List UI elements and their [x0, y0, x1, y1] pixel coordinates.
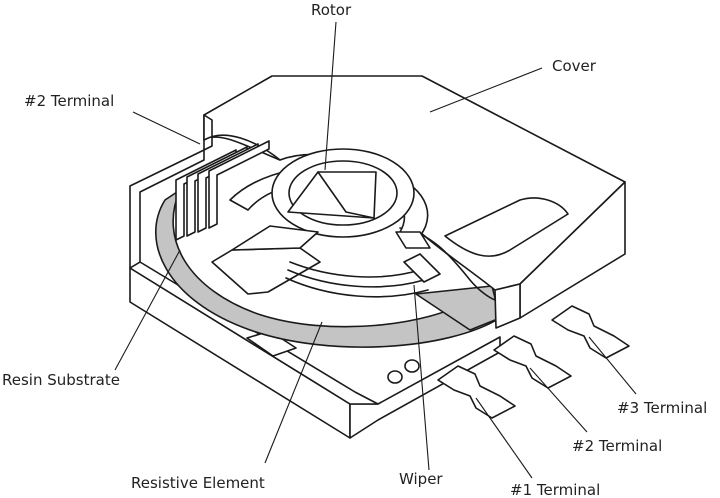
label-cover: Cover — [552, 57, 597, 75]
cover-cutout-left — [203, 134, 281, 161]
leader-terminal2-bottom — [529, 367, 588, 433]
labels: Rotor Cover #2 Terminal Resin Substrate … — [2, 1, 707, 498]
leader-resistive-element — [264, 321, 323, 464]
rotor-arm — [211, 247, 321, 295]
wiper-tab — [395, 231, 431, 249]
label-resistive-element: Resistive Element — [131, 474, 265, 492]
mounting-hole-right — [404, 359, 420, 373]
resistive-element — [155, 189, 501, 348]
label-resin-substrate: Resin Substrate — [2, 371, 120, 389]
terminal1-pin — [437, 365, 516, 419]
wiper-arc-3 — [285, 277, 429, 298]
leader-terminal2-top — [132, 111, 201, 145]
wiper — [285, 231, 441, 298]
rotor-arm-top — [231, 225, 319, 251]
leader-cover — [429, 67, 543, 113]
leader-terminal3 — [588, 336, 637, 395]
label-terminal1: #1 Terminal — [510, 481, 600, 498]
label-wiper: Wiper — [399, 470, 443, 488]
label-terminal2-bottom: #2 Terminal — [572, 437, 662, 455]
cover — [203, 75, 626, 329]
leader-wiper — [413, 284, 430, 471]
terminal2-pin — [493, 335, 572, 389]
terminal3-pin — [551, 305, 630, 359]
wiper-contact — [403, 253, 441, 283]
finger-4 — [208, 140, 270, 229]
rotor-triangle-inner-edge — [317, 171, 375, 219]
cover-lip — [203, 114, 213, 151]
wiper-arc-1 — [289, 261, 421, 278]
leader-rotor — [324, 21, 337, 171]
finger-1 — [175, 149, 237, 241]
label-terminal3: #3 Terminal — [617, 399, 707, 417]
leader-lines — [114, 21, 637, 479]
label-terminal2-top: #2 Terminal — [24, 92, 114, 110]
terminal-pins — [437, 305, 630, 419]
terminal2-contact-fingers — [175, 140, 270, 241]
wiper-arc-2 — [287, 269, 425, 288]
leader-resin-substrate — [114, 249, 181, 371]
cover-front-face — [494, 283, 521, 329]
cover-pad — [444, 197, 569, 257]
rotor-triangle-hole — [287, 171, 377, 219]
substrate-front-face — [129, 267, 351, 439]
rotor — [211, 148, 429, 295]
label-rotor: Rotor — [311, 1, 352, 19]
mounting-hole-left — [387, 370, 403, 384]
leader-terminal1 — [475, 397, 533, 479]
